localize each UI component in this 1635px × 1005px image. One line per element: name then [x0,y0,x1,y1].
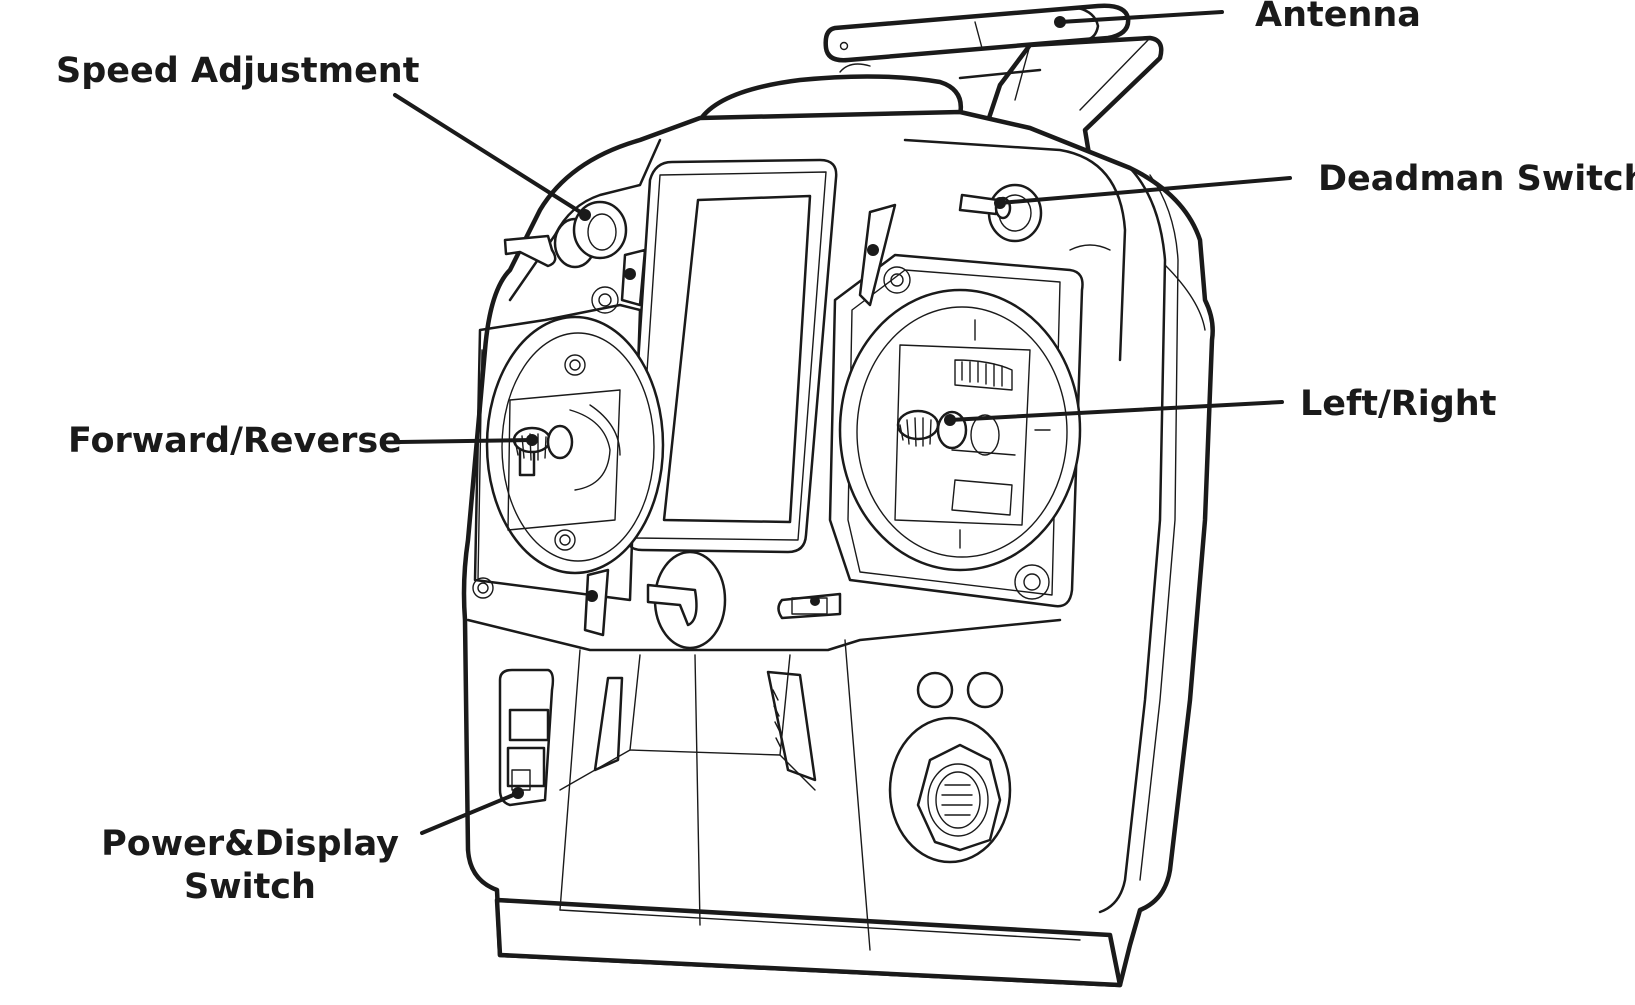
speed-adjustment-leader-dot [579,209,591,221]
center-controls [646,550,842,650]
speed-adjustment-leader [393,93,587,217]
screws [472,266,1050,600]
speed-adjustment-label: Speed Adjustment [56,51,419,91]
deadman-switch-leader-dot [994,197,1006,209]
power-display-label-line2: Switch [184,867,316,907]
deadman-switch-leader [998,176,1292,205]
callout-lines [393,10,1292,835]
power-display-leader-dot [512,787,524,799]
speaker-pad [888,671,1012,864]
forward-reverse-leader [398,438,534,444]
antenna-label: Antenna [1255,0,1421,35]
deadman-switch-label: Deadman Switch [1318,159,1635,199]
left-right-leader-dot [944,414,956,426]
power-display-switch [498,668,555,807]
antenna-part [823,3,1131,63]
left-right-label: Left/Right [1300,384,1496,424]
transmitter-body [461,3,1215,988]
antenna-leader-dot [1054,16,1066,28]
labels: Antenna Speed Adjustment Deadman Switch … [56,0,1635,907]
trim-switches [583,203,897,637]
forward-reverse-leader-dot [526,434,538,446]
lower-face [466,618,1062,951]
right-gimbal [828,253,1084,608]
antenna-leader [1058,10,1224,24]
power-display-label-line1: Power&Display [101,824,399,864]
display-screen [662,194,812,524]
forward-reverse-label: Forward/Reverse [68,421,402,461]
left-right-leader [948,400,1284,422]
left-gimbal [473,303,665,602]
power-display-leader [420,791,520,835]
